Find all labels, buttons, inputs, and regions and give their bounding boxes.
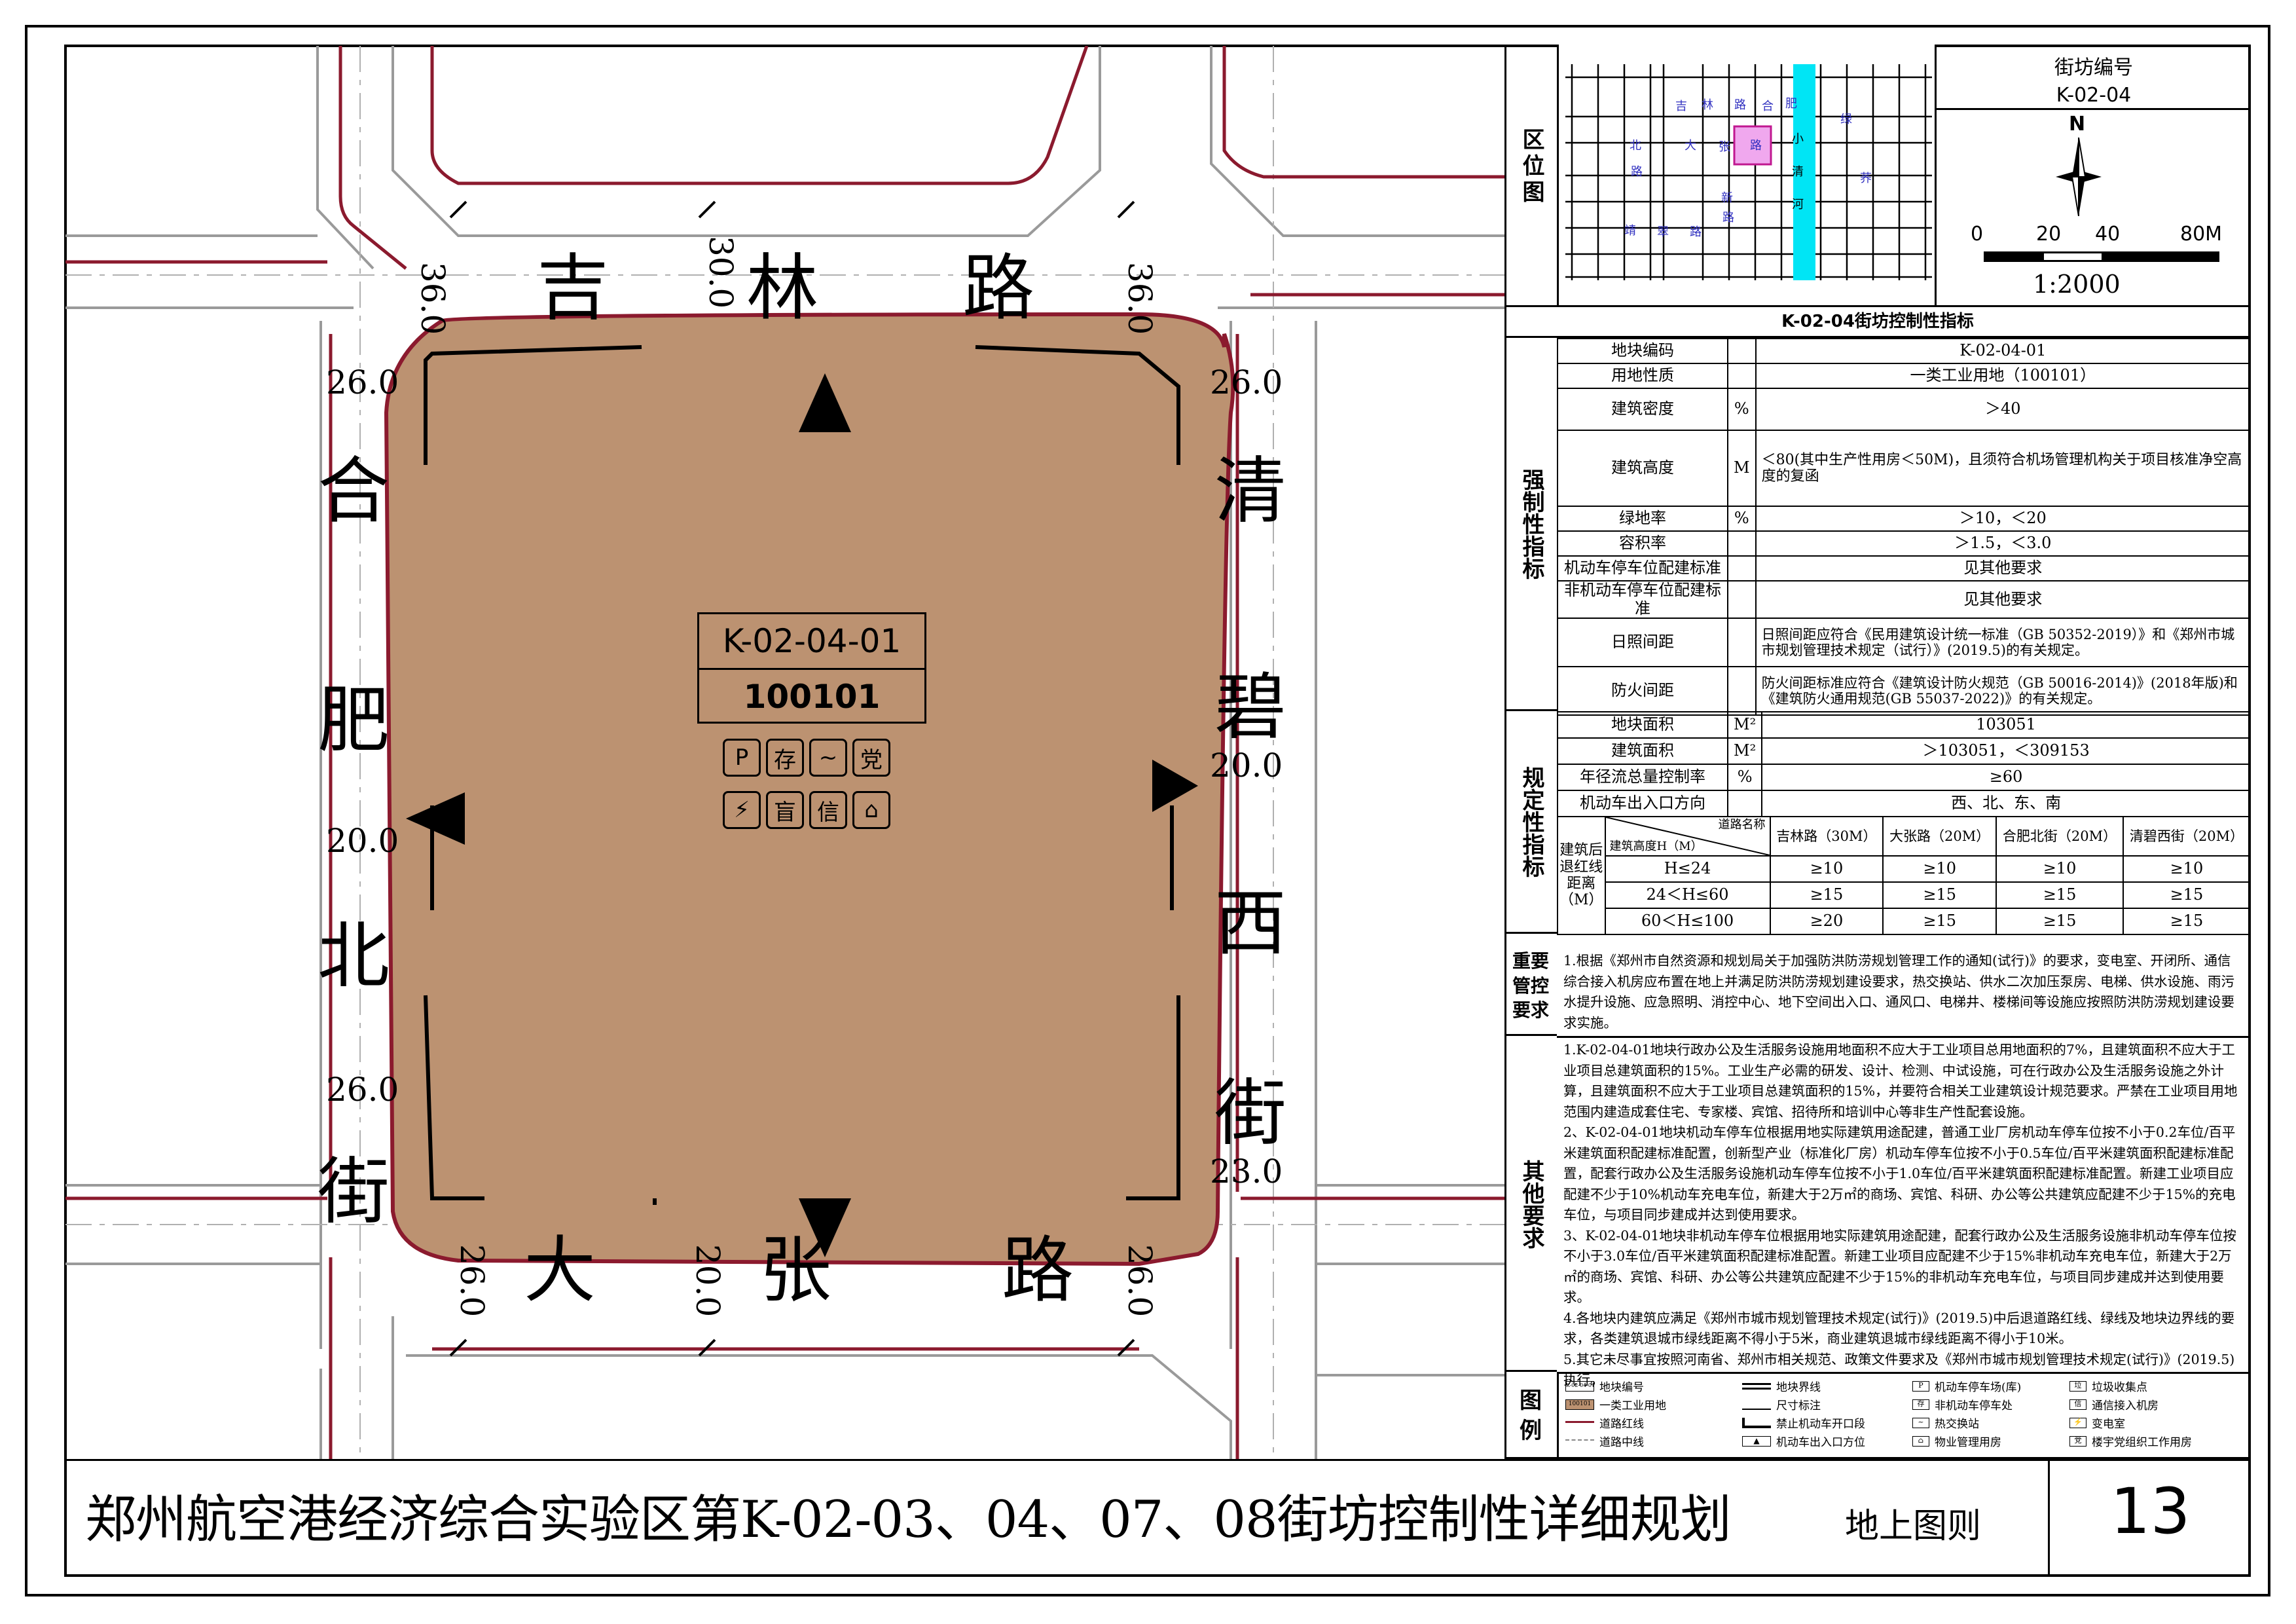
width-north-1: 36.0 [414, 262, 452, 335]
parcel-code: K-02-04-01 [699, 614, 924, 670]
svg-text:路: 路 [1690, 225, 1702, 239]
location-minimap: 吉林路 合肥 大张路 小清河 新路 北路 靖翠路 绿荞 [1557, 45, 1937, 306]
svg-text:绿: 绿 [1840, 113, 1852, 126]
width-east-2: 20.0 [1210, 747, 1283, 784]
width-east-3: 23.0 [1210, 1153, 1283, 1190]
road-south-char-1: 大 [524, 1228, 596, 1312]
svg-text:林: 林 [1702, 98, 1713, 112]
svg-text:小: 小 [1792, 132, 1804, 146]
block-code-label: 街坊编号 [2054, 56, 2133, 79]
north-arrow-icon [2056, 138, 2102, 216]
block-code-box: 街坊编号 K-02-04 [1937, 45, 2251, 110]
important-text: 1.根据《郑州市自然资源和规划局关于加强防洪防涝规划管理工作的通知(试行)》的要… [1563, 953, 2234, 1031]
access-arrow-west [406, 792, 465, 845]
river-stripe [1793, 64, 1815, 280]
legend-label: 图例 [1520, 1388, 1542, 1444]
road-west-char-4: 街 [318, 1150, 390, 1234]
setback-table: 建筑后退红线距离（M） 道路名称 建筑高度H（M） 吉林路（30M） 大张路（2… [1557, 816, 2251, 935]
svg-text:靖: 靖 [1624, 224, 1636, 238]
block-code-value: K-02-04 [2056, 84, 2132, 107]
svg-text:路: 路 [1734, 98, 1746, 112]
svg-text:路: 路 [1750, 139, 1762, 153]
road-west-char-2: 肥 [318, 678, 390, 762]
width-west-1: 26.0 [326, 363, 399, 401]
facility-icons-row-2: ⚡ 盲 信 ⌂ [720, 791, 893, 829]
svg-text:河: 河 [1792, 198, 1804, 212]
width-west-3: 26.0 [326, 1071, 399, 1109]
page-number: 13 [2110, 1475, 2191, 1548]
width-east-1: 26.0 [1210, 363, 1283, 401]
road-east-char-2: 碧 [1214, 665, 1286, 749]
access-arrow-north [799, 373, 851, 432]
north-label: N [2069, 113, 2086, 136]
road-east-char-1: 清 [1214, 449, 1286, 533]
access-arrow-east [1152, 760, 1198, 812]
sheet-subtitle: 地上图则 [1845, 1507, 1982, 1546]
outer-border [25, 25, 2270, 1596]
road-north-char-1: 吉 [537, 246, 609, 330]
svg-text:荞: 荞 [1860, 172, 1872, 185]
other-text: 1.K-02-04-01地块行政办公及生活服务设施用地面积不应大于工业项目总用地… [1563, 1042, 2238, 1388]
mandatory-label: 强制性指标 [1504, 338, 1557, 711]
parcel-land-use: 100101 [743, 678, 881, 716]
svg-text:吉: 吉 [1675, 100, 1687, 113]
setback-label: 建筑后退红线距离（M） [1557, 816, 1606, 935]
sheet-title: 郑州航空港经济综合实验区第K-02-03、04、07、08街坊控制性详细规划 [85, 1490, 1732, 1549]
guidance-label: 规定性指标 [1504, 711, 1557, 934]
width-south-3: 26.0 [1121, 1244, 1159, 1318]
property-management-icon: ⌂ [852, 791, 890, 829]
road-south-char-3: 路 [1002, 1228, 1074, 1312]
row-name: 地块编码 [1557, 338, 1728, 364]
svg-text:北: 北 [1630, 139, 1641, 153]
width-north-2: 30.0 [702, 236, 740, 309]
telecom-icon: 信 [809, 791, 847, 829]
party-office-icon: 党 [852, 739, 890, 777]
svg-text:新: 新 [1721, 191, 1733, 205]
road-north-char-2: 林 [746, 246, 818, 330]
setback-corner: 道路名称 建筑高度H（M） [1604, 816, 1771, 857]
road-north-char-3: 路 [962, 246, 1034, 330]
svg-text:合: 合 [1762, 100, 1774, 113]
width-south-2: 20.0 [689, 1244, 727, 1318]
svg-text:翠: 翠 [1657, 225, 1669, 239]
svg-text:清: 清 [1792, 165, 1804, 179]
heat-exchange-icon: ~ [809, 739, 847, 777]
svg-text:张: 张 [1719, 140, 1730, 154]
location-map-label: 区位图 [1518, 128, 1544, 206]
facility-icons-row-1: P 存 ~ 党 [720, 739, 893, 777]
road-east-char-3: 西 [1214, 881, 1286, 965]
substation-icon: ⚡ [723, 791, 761, 829]
road-west-char-1: 合 [318, 449, 390, 533]
blind-path-icon: 盲 [766, 791, 804, 829]
road-south-char-2: 张 [759, 1228, 831, 1312]
parcel-label-box: K-02-04-01 100101 [697, 612, 926, 724]
width-north-3: 36.0 [1121, 262, 1159, 335]
important-label: 重要管控要求 [1504, 938, 1557, 1036]
parking-icon: P [723, 739, 761, 777]
parcel-shape [384, 312, 1235, 1266]
width-south-1: 26.0 [453, 1244, 491, 1318]
road-west-char-3: 北 [318, 914, 390, 998]
svg-text:路: 路 [1631, 165, 1643, 179]
svg-text:肥: 肥 [1785, 97, 1797, 111]
road-east-char-4: 街 [1214, 1071, 1286, 1155]
indicator-title: K-02-04街坊控制性指标 [1504, 305, 2251, 338]
other-label: 其他要求 [1504, 1038, 1557, 1372]
width-west-2: 20.0 [326, 822, 399, 860]
access-arrow-south [799, 1198, 851, 1257]
storage-icon: 存 [766, 739, 804, 777]
svg-text:大: 大 [1685, 139, 1696, 153]
svg-text:路: 路 [1722, 211, 1734, 225]
site-map [65, 46, 1506, 1460]
